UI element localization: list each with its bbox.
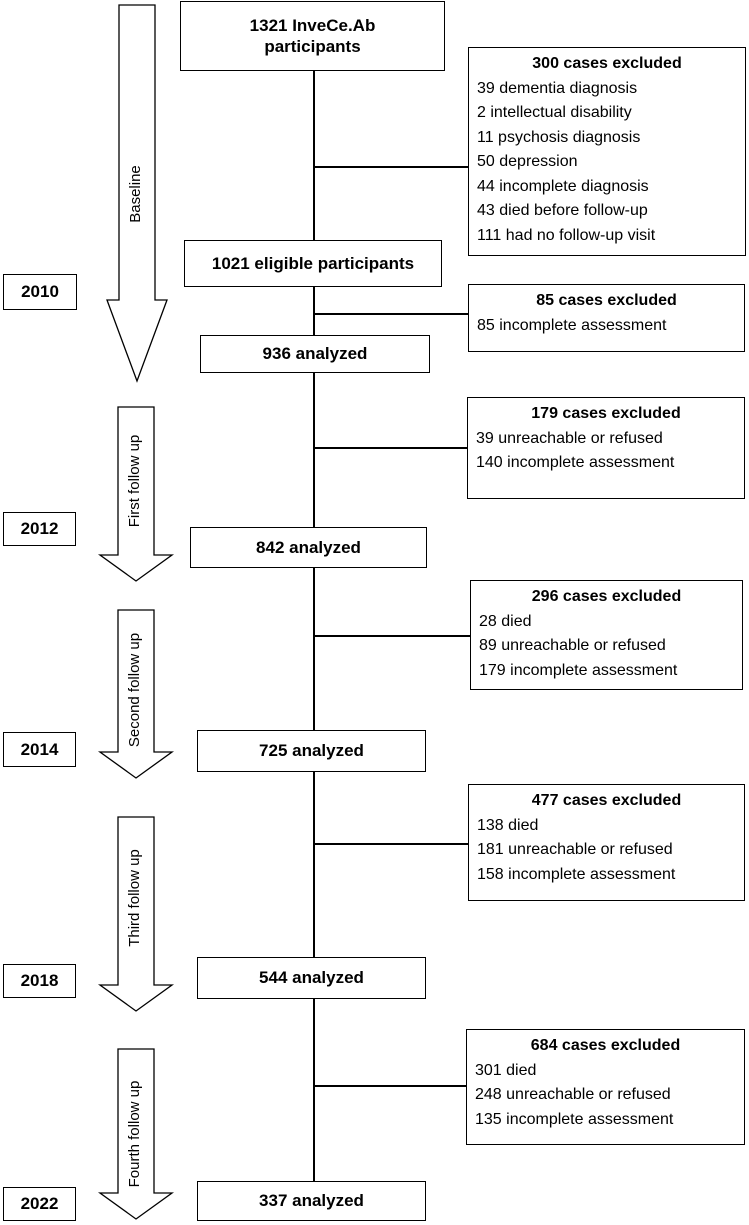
exclusion-branch-line — [313, 166, 468, 168]
exclusion-item: 39 unreachable or refused — [476, 429, 663, 447]
third-follow-up-arrow — [97, 816, 175, 1012]
exclusion-title: 85 cases excluded — [536, 292, 677, 309]
connector-line — [313, 71, 315, 240]
exclusion-title: 179 cases excluded — [531, 405, 681, 422]
exclusion-box-2014: 296 cases excluded 28 died 89 unreachabl… — [470, 580, 743, 690]
year-label: 2022 — [20, 1194, 59, 1213]
year-box-2018: 2018 — [3, 964, 76, 998]
exclusion-item: 179 incomplete assessment — [479, 661, 678, 679]
exclusion-branch-line — [313, 313, 468, 315]
year-box-2022: 2022 — [3, 1187, 76, 1221]
exclusion-item: 138 died — [477, 816, 539, 834]
exclusion-item: 44 incomplete diagnosis — [477, 177, 649, 195]
analyzed-2010-label: 936 analyzed — [262, 344, 368, 364]
analyzed-2018-label: 544 analyzed — [259, 968, 364, 988]
phase-label-first-follow-up: First follow up — [126, 434, 143, 528]
analyzed-2012-box: 842 analyzed — [190, 527, 427, 568]
connector-line — [313, 568, 315, 730]
exclusion-box-2018: 477 cases excluded 138 died 181 unreacha… — [468, 784, 745, 901]
exclusion-branch-line — [313, 843, 468, 845]
year-label: 2014 — [20, 739, 59, 759]
analyzed-2022-label: 337 analyzed — [259, 1191, 364, 1211]
year-box-2012: 2012 — [3, 512, 76, 546]
exclusion-title: 300 cases excluded — [532, 55, 682, 72]
exclusion-item: 2 intellectual disability — [477, 104, 632, 121]
exclusion-item: 181 unreachable or refused — [477, 841, 673, 858]
exclusion-item: 43 died before follow-up — [477, 202, 648, 219]
exclusion-item: 301 died — [475, 1061, 537, 1079]
start-participants-label: 1321 InveCe.Ab participants — [249, 15, 376, 56]
analyzed-2010-box: 936 analyzed — [200, 335, 430, 373]
exclusion-box-2010: 85 cases excluded 85 incomplete assessme… — [468, 284, 745, 352]
eligible-participants-label: 1021 eligible participants — [211, 253, 415, 273]
connector-line — [313, 287, 315, 335]
analyzed-2012-label: 842 analyzed — [256, 537, 361, 557]
first-follow-up-arrow — [97, 406, 175, 582]
exclusion-item: 11 psychosis diagnosis — [477, 128, 641, 146]
analyzed-2022-box: 337 analyzed — [197, 1181, 426, 1221]
phase-label-baseline: Baseline — [127, 165, 144, 223]
exclusion-box-baseline-screening: 300 cases excluded 39 dementia diagnosis… — [468, 47, 746, 256]
second-follow-up-arrow — [97, 609, 175, 779]
phase-label-third-follow-up: Third follow up — [126, 849, 143, 947]
exclusion-branch-line — [313, 447, 467, 449]
analyzed-2014-label: 725 analyzed — [259, 741, 364, 761]
connector-line — [313, 373, 315, 527]
exclusion-item: 248 unreachable or refused — [475, 1086, 671, 1103]
eligible-participants-box: 1021 eligible participants — [184, 240, 442, 287]
start-participants-box: 1321 InveCe.Ab participants — [180, 1, 445, 71]
exclusion-item: 85 incomplete assessment — [477, 316, 667, 334]
exclusion-item: 50 depression — [477, 153, 578, 170]
exclusion-item: 28 died — [479, 612, 532, 630]
analyzed-2018-box: 544 analyzed — [197, 957, 426, 999]
exclusion-item: 158 incomplete assessment — [477, 865, 676, 883]
exclusion-box-2022: 684 cases excluded 301 died 248 unreacha… — [466, 1029, 745, 1145]
exclusion-title: 296 cases excluded — [531, 588, 682, 605]
exclusion-item: 140 incomplete assessment — [476, 454, 675, 471]
exclusion-box-2012: 179 cases excluded 39 unreachable or ref… — [467, 397, 745, 499]
connector-line — [313, 772, 315, 957]
exclusion-item: 39 dementia diagnosis — [477, 79, 638, 97]
exclusion-item: 135 incomplete assessment — [475, 1110, 674, 1128]
exclusion-item: 89 unreachable or refused — [479, 637, 666, 654]
exclusion-title: 477 cases excluded — [531, 792, 682, 809]
year-label: 2012 — [20, 519, 59, 538]
year-box-2014: 2014 — [3, 732, 76, 767]
exclusion-title: 684 cases excluded — [530, 1037, 681, 1054]
phase-label-second-follow-up: Second follow up — [126, 632, 143, 748]
fourth-follow-up-arrow — [97, 1048, 175, 1220]
exclusion-branch-line — [313, 1085, 466, 1087]
connector-line — [313, 999, 315, 1181]
year-label: 2018 — [20, 971, 59, 990]
year-box-2010: 2010 — [3, 274, 77, 310]
analyzed-2014-box: 725 analyzed — [197, 730, 426, 772]
exclusion-branch-line — [313, 635, 470, 637]
baseline-arrow — [106, 4, 168, 383]
phase-label-fourth-follow-up: Fourth follow up — [126, 1080, 143, 1188]
year-label: 2010 — [21, 282, 59, 301]
exclusion-item: 111 had no follow-up visit — [477, 226, 656, 244]
